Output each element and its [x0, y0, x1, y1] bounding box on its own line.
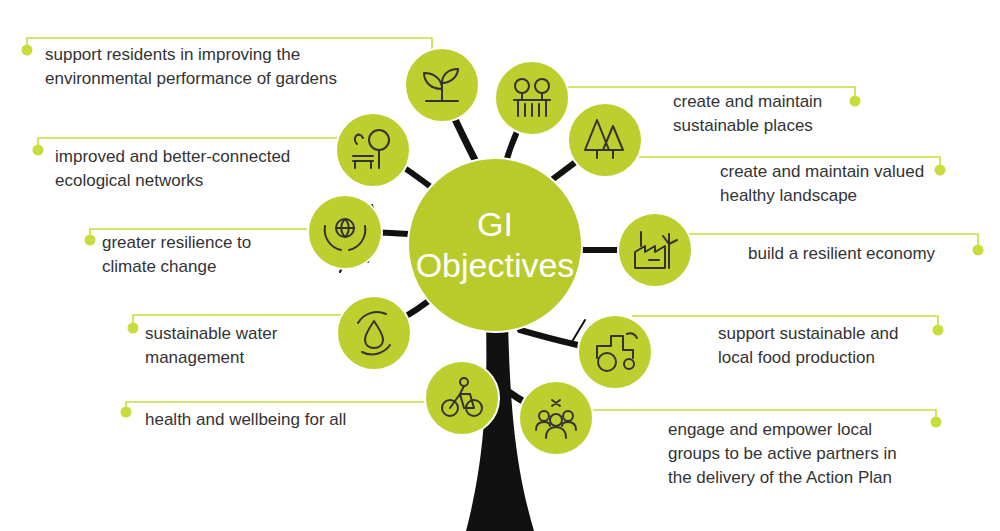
circle-title: GI Objectives [415, 204, 575, 286]
objective-circle: GI Objectives [407, 157, 583, 333]
objective-label: create and maintain sustainable places [673, 90, 843, 138]
objective-label: improved and better-connected ecological… [55, 145, 315, 193]
objective-label: create and maintain valued healthy lands… [720, 160, 925, 208]
objective-label: sustainable water management [145, 322, 335, 370]
circle-outline [407, 157, 583, 333]
objective-label: health and wellbeing for all [145, 408, 405, 432]
objective-label: support residents in improving the envir… [45, 43, 390, 91]
objective-label: greater resilience to climate change [102, 231, 302, 279]
objective-label: support sustainable and local food produ… [718, 322, 918, 370]
objective-label: engage and empower local groups to be ac… [668, 418, 923, 490]
objective-label: build a resilient economy [748, 242, 963, 266]
